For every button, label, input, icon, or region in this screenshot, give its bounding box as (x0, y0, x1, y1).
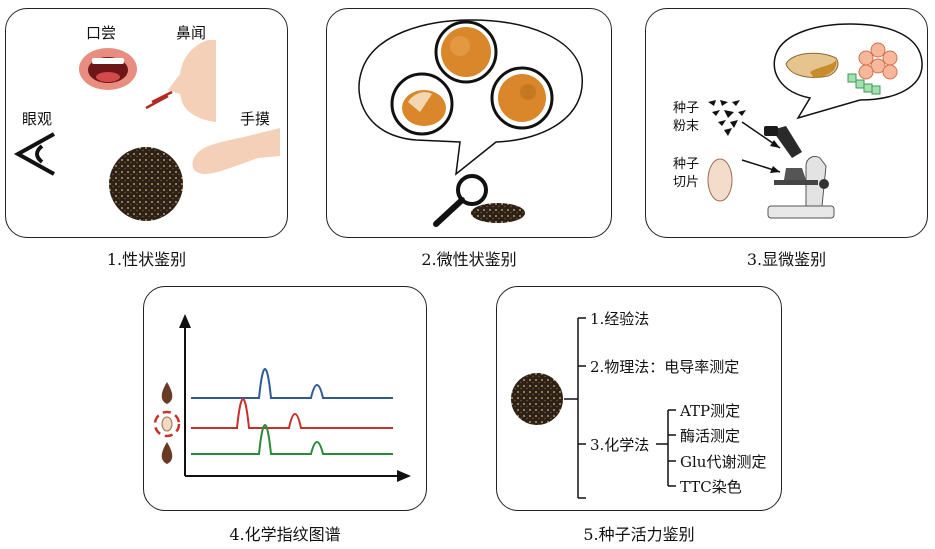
hand-icon (192, 128, 280, 174)
caption-panel4: 4.化学指纹图谱 (229, 525, 341, 544)
seed-slice-icon (707, 158, 733, 202)
seed-target-ring (153, 410, 181, 438)
trace-red (191, 398, 393, 429)
label-smell: 鼻闻 (176, 24, 207, 42)
label-section-2: 切片 (673, 175, 700, 190)
chemical-ttc: TTC染色 (680, 478, 742, 496)
arrows (741, 121, 781, 173)
y-axis-arrow (179, 314, 191, 328)
method-empirical: 1.经验法 (590, 310, 650, 328)
speech-bubble (358, 19, 583, 176)
seed-magnified-left (390, 72, 454, 136)
caption-panel3: 3.显微鉴别 (746, 250, 827, 269)
caption-panel5: 5.种子活力鉴别 (583, 525, 695, 544)
label-sight: 眼观 (22, 110, 53, 128)
label-powder-1: 种子 (673, 101, 700, 116)
cell-cluster-icon (847, 42, 898, 95)
caption-panel1: 1.性状鉴别 (106, 250, 187, 269)
trace-green (191, 424, 393, 455)
chromatogram (153, 314, 411, 482)
chemical-atp: ATP测定 (680, 402, 741, 420)
label-touch: 手摸 (240, 110, 271, 128)
caption-panel2: 2.微性状鉴别 (421, 250, 517, 269)
seed-section-view-icon (785, 52, 839, 78)
trace-blue (191, 368, 393, 399)
seed-pile-icon (471, 203, 525, 223)
seed-magnified-top (434, 20, 498, 84)
seed-magnified-right (490, 66, 554, 130)
micro-bubble (773, 23, 923, 120)
seed-vigor-sample-icon (511, 373, 563, 425)
chemical-enzyme: 酶活测定 (680, 427, 741, 445)
label-taste: 口尝 (86, 24, 117, 42)
seed-target-center-icon (161, 416, 173, 432)
magnifier-icon (433, 174, 488, 227)
x-axis-arrow (397, 470, 411, 482)
chemical-glu: Glu代谢测定 (680, 453, 767, 471)
mouth-icon (79, 48, 137, 90)
seed-drop-bottom-icon (161, 442, 173, 464)
seed-drop-top-icon (161, 382, 173, 404)
method-physical: 2.物理法：电导率测定 (590, 358, 740, 376)
label-section-1: 种子 (673, 157, 700, 172)
powder-particles-icon (708, 100, 746, 136)
label-powder-2: 粉末 (673, 119, 700, 134)
eye-icon (13, 132, 55, 176)
nose-icon (168, 40, 216, 122)
method-tree (564, 317, 676, 499)
smell-lines-icon (145, 90, 173, 110)
seed-sample-icon (109, 147, 183, 221)
microscope-icon (764, 126, 835, 219)
method-chemical: 3.化学法 (590, 436, 650, 454)
